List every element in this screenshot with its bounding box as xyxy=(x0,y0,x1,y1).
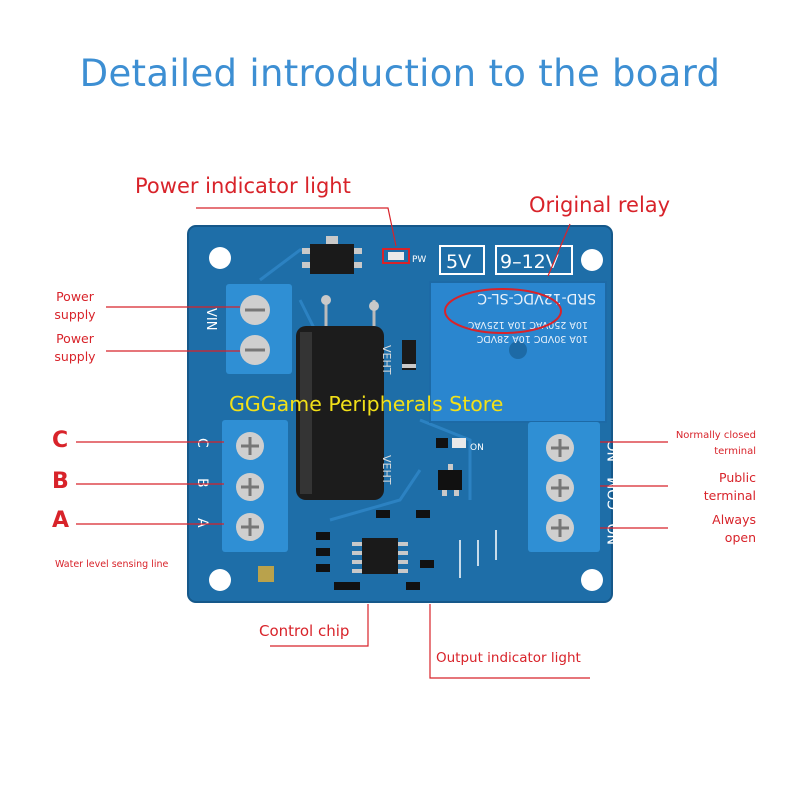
callout-water-level: Water level sensing line xyxy=(55,559,169,570)
callout-always-open: Always open xyxy=(712,512,756,545)
silk-com: COM xyxy=(606,477,622,510)
label-probe-a: A xyxy=(52,508,70,533)
leader-lines xyxy=(76,207,668,679)
callout-output-indicator: Output indicator light xyxy=(436,650,581,666)
callout-control-chip: Control chip xyxy=(259,622,350,640)
relay-rating-2: 10A 30VDC 10A 28VDC xyxy=(476,333,588,344)
mount-hole-tr xyxy=(581,249,603,271)
page-title: Detailed introduction to the board xyxy=(79,52,721,95)
callout-power-indicator: Power indicator light xyxy=(135,174,351,198)
control-chip xyxy=(352,538,408,574)
silk-probe-b: B xyxy=(194,478,210,488)
silk-9-12v: 9–12V xyxy=(500,251,559,273)
store-watermark: GGGame Peripherals Store xyxy=(229,392,504,416)
mount-hole-br xyxy=(581,569,603,591)
electrolytic-capacitor xyxy=(296,295,384,500)
silk-no: NO xyxy=(606,524,622,546)
silk-pw: PW xyxy=(412,255,426,265)
output-terminal-block xyxy=(528,422,600,552)
mount-hole-tl xyxy=(209,247,231,269)
smd-components xyxy=(316,510,434,590)
diode xyxy=(402,340,416,370)
cap-brand-bottom: VEHT xyxy=(380,455,393,485)
silk-probe-c: C xyxy=(194,438,210,448)
silk-nc: NC xyxy=(606,442,622,462)
label-probe-c: C xyxy=(52,428,69,453)
mount-hole-bl xyxy=(209,569,231,591)
silk-5v: 5V xyxy=(446,251,471,273)
transistor xyxy=(438,464,462,496)
callout-public-terminal: Public terminal xyxy=(703,470,756,503)
power-led xyxy=(382,248,410,264)
callout-original-relay: Original relay xyxy=(529,193,671,217)
relay-model: SRD-12VDC-SL-C xyxy=(477,290,596,306)
power-terminal-block xyxy=(226,284,292,374)
callout-normally-closed: Normally closed terminal xyxy=(675,430,756,457)
silk-vin: VIN xyxy=(203,308,218,330)
regulator-chip xyxy=(302,236,362,274)
ground-pad xyxy=(258,566,274,582)
relay-rating-1: 10A 250VAC 10A 125VAC xyxy=(467,319,588,330)
cap-brand-top: VEHT xyxy=(380,345,393,375)
output-led xyxy=(436,438,466,448)
callout-power-supply-2: Power supply xyxy=(54,331,96,364)
relay-highlight xyxy=(444,288,562,334)
relay xyxy=(429,281,607,423)
silk-on: ON xyxy=(470,443,484,453)
callout-power-supply-1: Power supply xyxy=(54,289,96,322)
silk-probe-a: A xyxy=(194,518,210,528)
label-probe-b: B xyxy=(52,469,69,494)
probe-terminal-block xyxy=(222,420,288,552)
